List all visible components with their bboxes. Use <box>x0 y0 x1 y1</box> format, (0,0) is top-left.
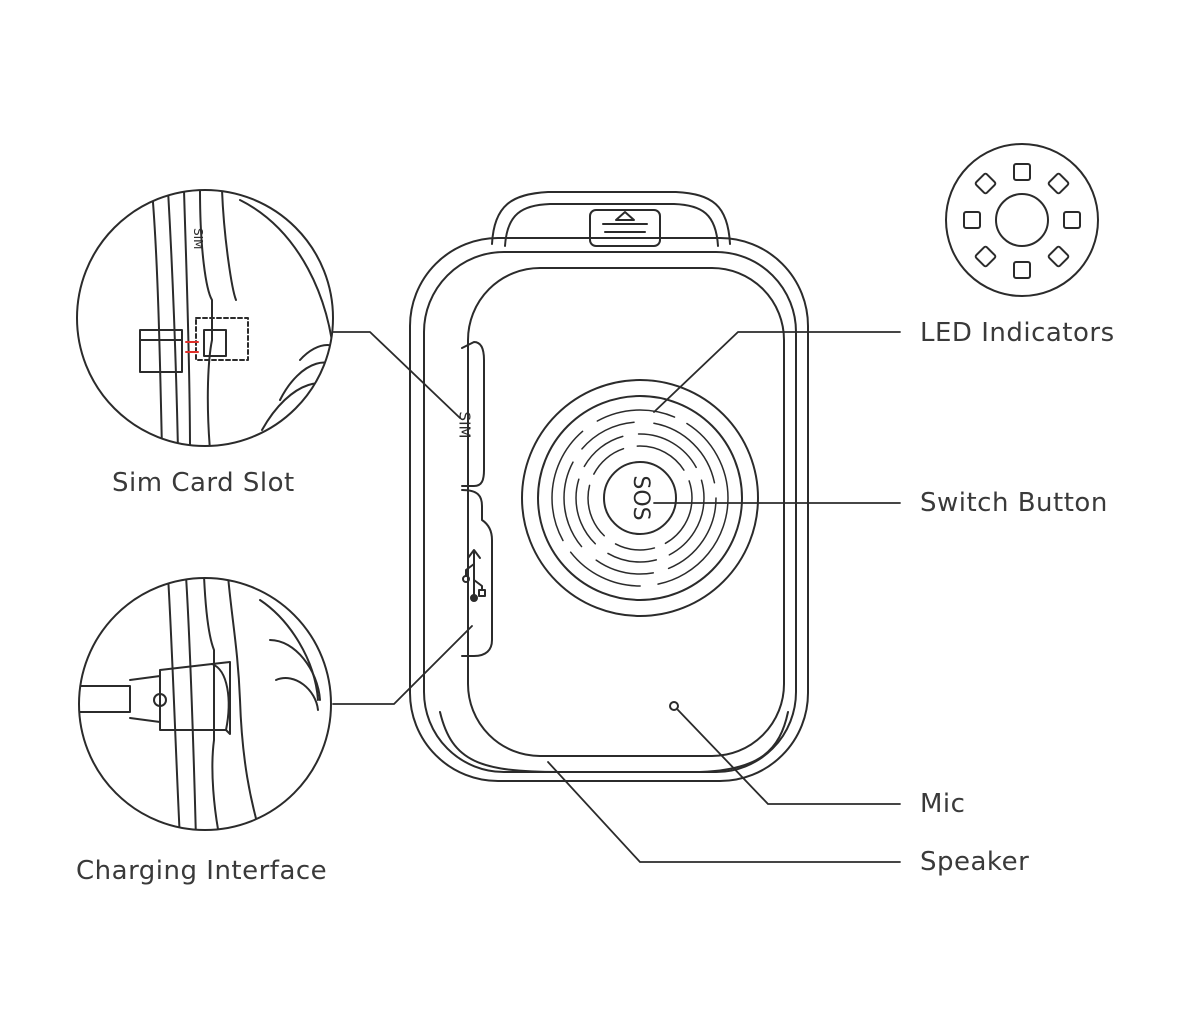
label-sim-card-slot: Sim Card Slot <box>112 468 295 498</box>
label-led-indicators: LED Indicators <box>920 318 1115 348</box>
device-handle <box>491 191 731 245</box>
callout-lines <box>332 331 901 863</box>
label-speaker: Speaker <box>920 847 1030 877</box>
sim-detail-view: SIM <box>76 189 334 447</box>
sim-detail-text: SIM <box>191 228 205 250</box>
speaker-callout-line <box>547 761 901 863</box>
charging-detail-view <box>78 577 332 831</box>
sos-outer-ring <box>521 379 759 617</box>
sos-button <box>521 379 759 617</box>
led-indicator-diagram <box>945 143 1099 297</box>
charging-callout-line <box>332 625 473 705</box>
usb-icon <box>462 549 486 602</box>
mic-callout-line <box>677 709 901 805</box>
label-switch-button: Switch Button <box>920 488 1108 518</box>
device-front-face <box>467 267 785 757</box>
device-body <box>409 191 809 782</box>
usb-cover <box>461 489 493 657</box>
sim-cover <box>461 341 485 487</box>
device-outer-shell <box>409 237 809 782</box>
sim-side-text: SIM <box>456 412 474 439</box>
top-clip <box>589 209 661 247</box>
mic-hole <box>669 701 679 711</box>
label-mic: Mic <box>920 789 966 819</box>
label-charging-interface: Charging Interface <box>76 856 328 886</box>
sos-center <box>603 461 677 535</box>
sim-callout-line <box>332 331 461 419</box>
led-callout-line <box>653 331 901 413</box>
sos-text: SOS <box>628 475 653 520</box>
